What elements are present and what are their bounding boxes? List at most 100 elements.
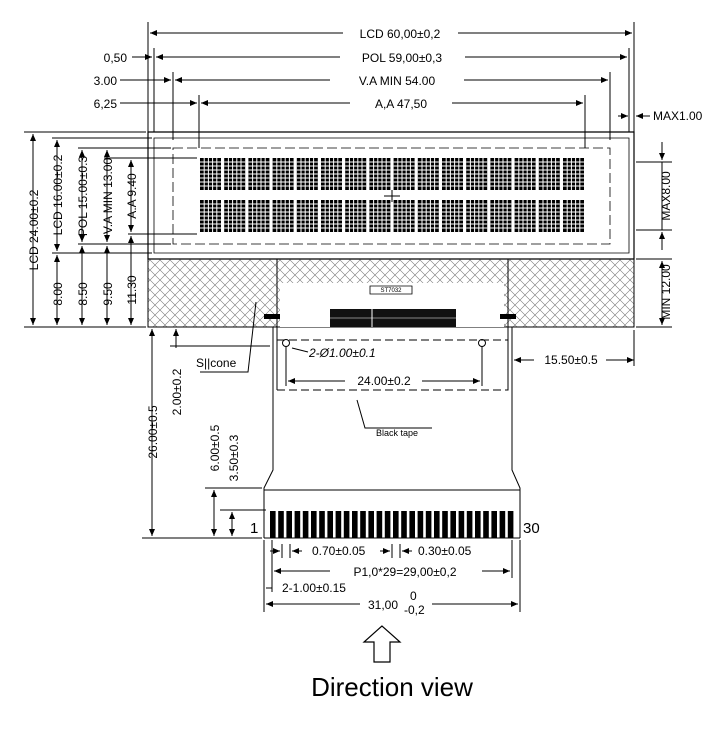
- character-cell: [248, 200, 270, 232]
- fpc-pin: [507, 511, 514, 538]
- fpc-pin: [278, 511, 284, 538]
- fpc-pin: [384, 511, 391, 538]
- fpc-pin: [393, 511, 399, 538]
- character-cell: [321, 200, 342, 232]
- character-cell: [296, 200, 318, 232]
- fpc-pin: [483, 511, 489, 538]
- character-cell: [369, 158, 391, 190]
- pin-width-dim: 0.70±0.05: [312, 544, 366, 558]
- pol-15-dim: POL 15.00±0.3: [76, 156, 90, 237]
- fpc-pin: [327, 511, 333, 538]
- right-dimensions: [636, 142, 672, 327]
- fpc-pin: [491, 511, 497, 538]
- fpc-dimensions: [142, 302, 634, 612]
- fpc-pin: [319, 511, 325, 538]
- character-cell: [538, 158, 560, 190]
- fpc-pin: [417, 511, 424, 538]
- backlight-hatch: ST7032: [148, 259, 634, 327]
- fpc-pin: [343, 511, 350, 538]
- character-cell: [490, 200, 512, 232]
- fpc-pin: [270, 511, 276, 538]
- fpc-pin: [475, 511, 481, 538]
- character-cell: [514, 158, 536, 190]
- character-cell: [200, 200, 221, 232]
- fpc-pin: [466, 511, 473, 538]
- lcd-glass: [148, 132, 634, 259]
- character-cell: [442, 158, 463, 190]
- v-200-dim: 2.00±0.2: [170, 368, 184, 415]
- character-cell: [417, 158, 439, 190]
- lcd-width-dim: LCD 60,00±0,2: [360, 27, 441, 41]
- character-cell: [200, 158, 221, 190]
- character-cell: [393, 200, 415, 232]
- character-cell: [417, 200, 439, 232]
- offset-1550-dim: 15.50±0.5: [544, 353, 598, 367]
- left-dimensions: [24, 132, 197, 327]
- offset-050-dim: 0,50: [104, 51, 128, 65]
- ic-label: ST7032: [380, 288, 402, 294]
- character-grid: [200, 158, 584, 232]
- fpc-pin: [311, 511, 317, 538]
- character-cell: [345, 200, 367, 232]
- fpc-tol-lower: -0,2: [404, 603, 425, 617]
- top-dimensions: [120, 22, 650, 148]
- character-cell: [514, 200, 536, 232]
- fpc-tol-upper: 0: [410, 589, 417, 603]
- offset-300-dim: 3.00: [94, 74, 118, 88]
- pol-width-dim: POL 59,00±0,3: [362, 51, 443, 65]
- fpc-pin: [434, 511, 440, 538]
- max-800-dim: MAX8.00: [659, 171, 673, 221]
- direction-view-title: Direction view: [311, 672, 473, 702]
- fpc-pin: [450, 511, 456, 538]
- character-cell: [490, 158, 512, 190]
- va-13-dim: V.A MIN 13.00: [101, 158, 115, 235]
- fpc-pins: [270, 511, 514, 538]
- v-850-dim: 8.50: [76, 282, 90, 306]
- character-cell: [345, 158, 367, 190]
- aa-940-dim: A.A 9.40: [125, 173, 139, 219]
- va-width-dim: V.A MIN 54.00: [359, 74, 436, 88]
- pin-first-label: 1: [250, 520, 258, 537]
- fpc-pin: [294, 511, 301, 538]
- max-100-dim: MAX1.00: [653, 109, 703, 123]
- fpc-pin: [302, 511, 309, 538]
- fpc-pin: [286, 511, 292, 538]
- v-800-dim: 8.00: [51, 282, 65, 306]
- fpc-pin: [368, 511, 374, 538]
- v-350-dim: 3.50±0.3: [227, 434, 241, 481]
- offset-625-dim: 6,25: [94, 97, 118, 111]
- character-cell: [538, 200, 560, 232]
- pin-gap-dim: 0.30±0.05: [418, 544, 472, 558]
- fpc-pin: [499, 511, 506, 538]
- character-cell: [563, 158, 584, 190]
- silicone-label: S||cone: [196, 356, 237, 370]
- fpc-pin: [425, 511, 432, 538]
- fpc-width-dim: 31,00: [368, 598, 398, 612]
- character-cell: [466, 158, 488, 190]
- min-1200-dim: MIN 12.00: [659, 264, 673, 320]
- v-1130-dim: 11.30: [125, 275, 139, 304]
- hole-pitch-dim: 24.00±0.2: [357, 374, 411, 388]
- character-cell: [442, 200, 463, 232]
- fpc-pin: [335, 511, 342, 538]
- center-mark: [384, 190, 400, 202]
- fpc-pin: [352, 511, 358, 538]
- fpc-pin: [401, 511, 407, 538]
- lcd-height-dim: LCD 24.00±0.2: [27, 189, 41, 270]
- character-cell: [272, 200, 294, 232]
- fpc-pin: [458, 511, 465, 538]
- character-cell: [248, 158, 270, 190]
- character-cell: [296, 158, 318, 190]
- v-950-dim: 9.50: [101, 282, 115, 306]
- fpc-pin: [360, 511, 366, 538]
- fpc-pin: [409, 511, 415, 538]
- direction-arrow-icon: [364, 626, 400, 662]
- black-tape-label: Black tape: [376, 428, 418, 438]
- character-cell: [466, 200, 488, 232]
- character-cell: [321, 158, 342, 190]
- pin-last-label: 30: [523, 520, 540, 537]
- character-cell: [369, 200, 391, 232]
- pitch-total-dim: P1,0*29=29,00±0,2: [353, 565, 456, 579]
- v-2600-dim: 26.00±0.5: [146, 405, 160, 459]
- edge-100-dim: 2-1.00±0.15: [282, 581, 346, 595]
